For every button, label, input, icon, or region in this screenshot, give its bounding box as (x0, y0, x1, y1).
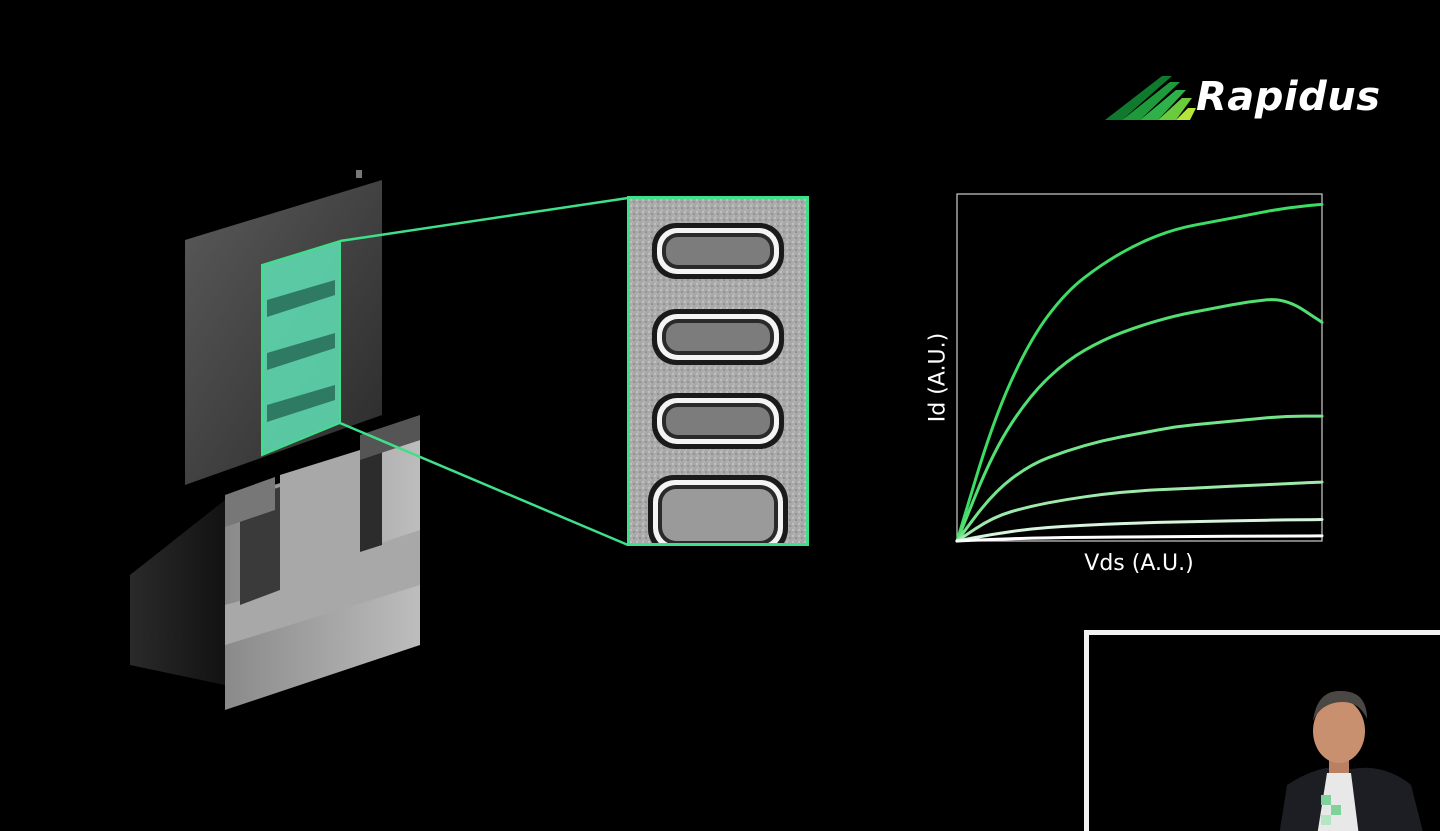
gate-stem (225, 450, 420, 645)
series-line-5 (955, 518, 1324, 543)
nanosheet-4 (648, 475, 788, 543)
rapidus-stripes-icon (1105, 76, 1196, 120)
series-layer (955, 202, 1324, 543)
series-line-1 (955, 202, 1324, 543)
nanosheet-3 (652, 393, 784, 449)
base-left-face (130, 500, 225, 685)
chart-plot-area (955, 193, 1324, 543)
id-vds-chart: Id (A.U.) Vds (A.U.) (900, 180, 1340, 590)
series-line-4 (955, 480, 1324, 543)
x-axis-label: Vds (A.U.) (1084, 551, 1194, 576)
plot-frame (956, 193, 1323, 542)
rapidus-logo: Rapidus (1100, 68, 1380, 130)
sem-nanosheet-cross-section (627, 196, 809, 546)
speaker-video-feed (1084, 630, 1440, 831)
y-axis-label: Id (A.U.) (925, 332, 951, 423)
nanosheet-1 (652, 223, 784, 279)
series-line-6 (955, 534, 1324, 543)
nanosheet-2 (652, 309, 784, 365)
gaa-transistor-3d-illustration (130, 170, 420, 710)
series-line-3 (955, 414, 1324, 543)
speaker-figure (1089, 635, 1440, 831)
logo-text: Rapidus (1196, 74, 1381, 120)
series-line-2 (955, 298, 1324, 543)
